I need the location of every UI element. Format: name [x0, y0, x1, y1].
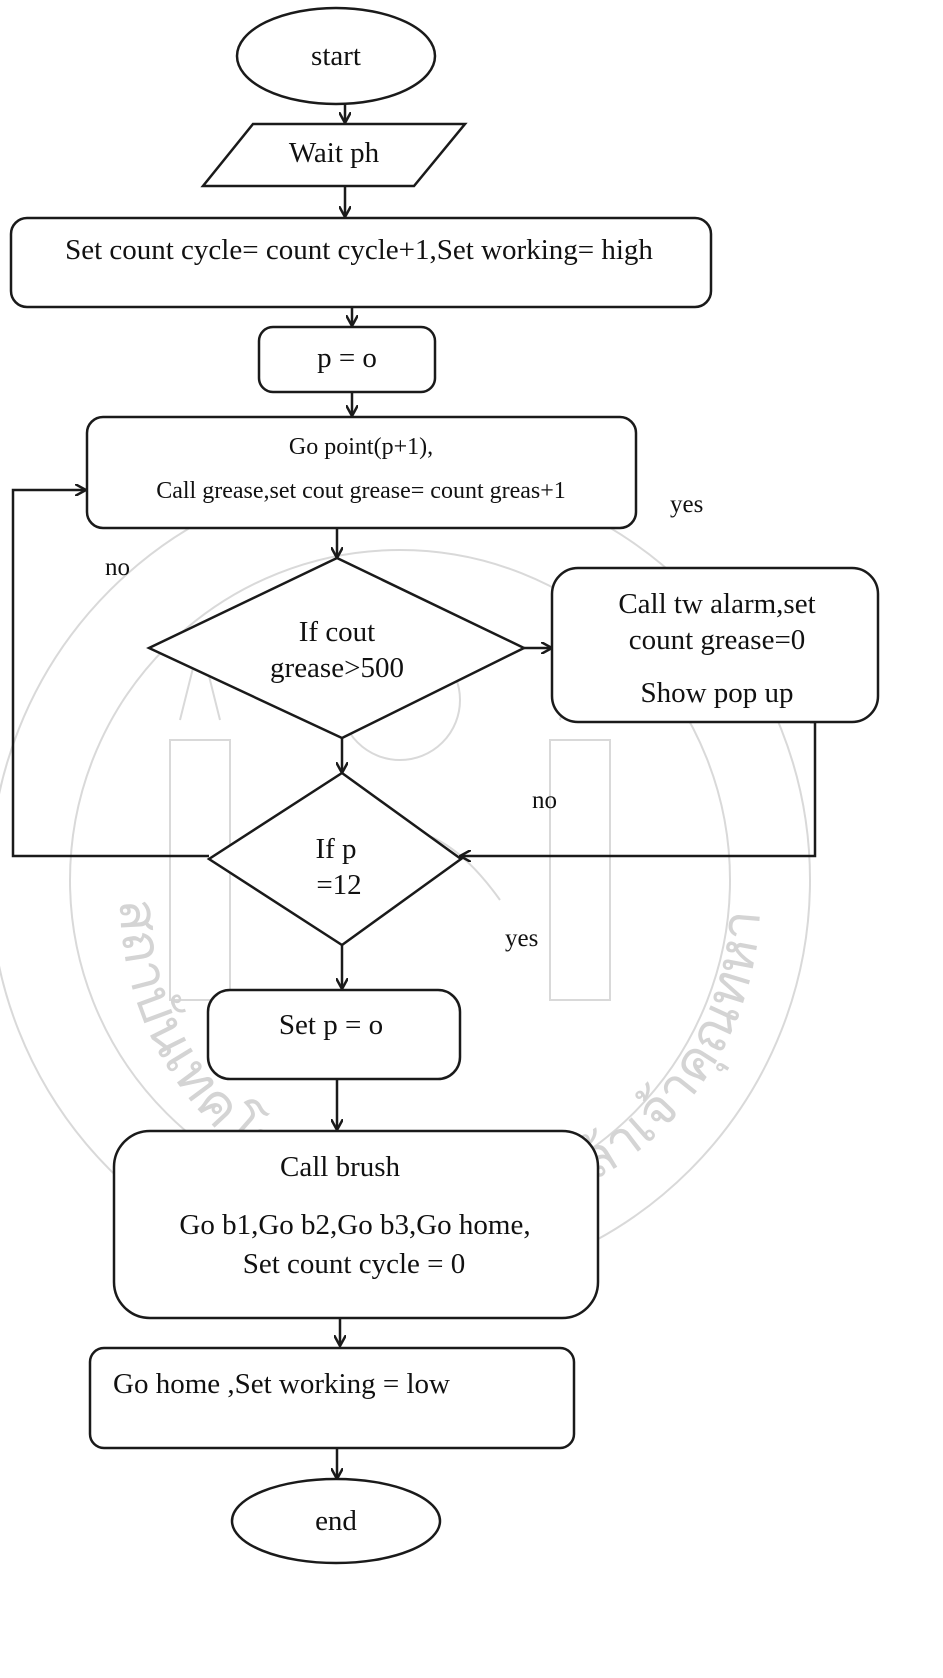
call-alarm-node	[550, 566, 880, 724]
if-p-decision	[206, 771, 464, 947]
wait-input-node	[200, 122, 468, 188]
go-home-node	[88, 1346, 576, 1450]
p-init-label: p = o	[317, 342, 377, 374]
edge-label-grease-yes: yes	[670, 491, 703, 518]
call-alarm-label-2: count grease=0	[629, 624, 806, 656]
call-brush-label-1: Call brush	[280, 1151, 401, 1183]
call-brush-label-2: Go b1,Go b2,Go b3,Go home,	[179, 1209, 530, 1241]
set-p-node	[206, 988, 462, 1081]
edge-label-p-yes: yes	[505, 925, 538, 952]
call-alarm-label-3: Show pop up	[640, 677, 793, 709]
end-node	[230, 1477, 442, 1565]
end-label: end	[315, 1505, 357, 1537]
wait-label: Wait ph	[289, 137, 380, 169]
start-node	[235, 6, 437, 106]
go-point-label-1: Go point(p+1),	[289, 434, 433, 460]
call-brush-node	[112, 1129, 600, 1320]
if-p-label-2: =12	[316, 869, 361, 901]
edge-label-grease-no: no	[105, 554, 130, 581]
if-grease-decision	[146, 556, 527, 740]
if-p-label-1: If p	[315, 833, 356, 865]
go-point-label-2: Call grease,set cout grease= count greas…	[156, 478, 566, 504]
go-home-label: Go home ,Set working = low	[113, 1368, 450, 1400]
call-alarm-label-1: Call tw alarm,set	[618, 588, 815, 620]
if-grease-label-2: grease>500	[270, 652, 404, 684]
go-point-node	[85, 415, 638, 530]
set-count-cycle-label: Set count cycle= count cycle+1,Set worki…	[65, 234, 653, 266]
edge-label-p-no: no	[532, 787, 557, 814]
set-p-label: Set p = o	[279, 1009, 383, 1041]
p-init-node	[257, 325, 437, 394]
start-label: start	[311, 40, 361, 72]
set-count-cycle-node	[9, 216, 713, 309]
if-grease-label-1: If cout	[299, 616, 376, 648]
call-brush-label-3: Set count cycle = 0	[243, 1248, 466, 1280]
